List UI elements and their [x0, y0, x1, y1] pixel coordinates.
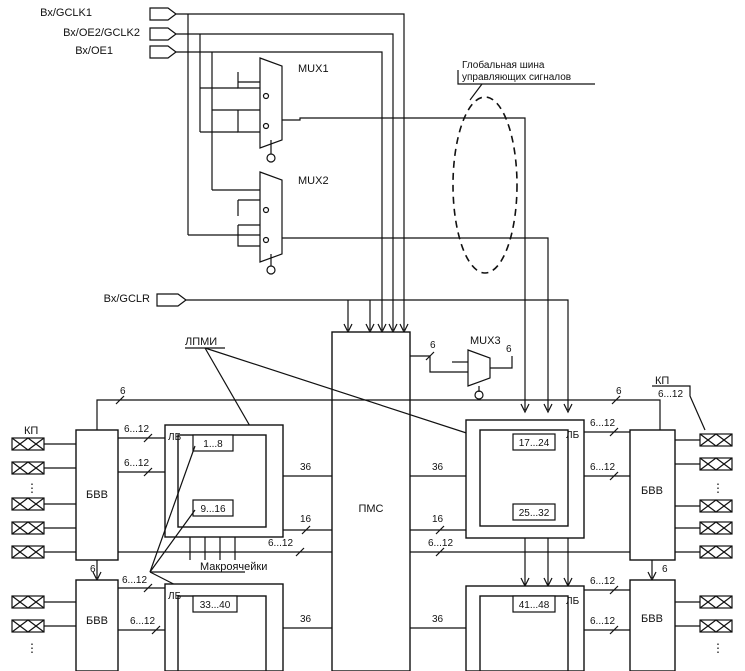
bus-lb-pms-left-16-width: 16: [300, 514, 312, 525]
input-pin-gclr: Вх/GCLR: [104, 293, 569, 410]
bvv-left-bottom-label: БВВ: [86, 615, 108, 627]
macrocell-25-32: [512, 503, 556, 521]
io-pin: [11, 545, 76, 559]
bus-bvv-lb-1-width: 6...12: [124, 424, 149, 435]
bvv-right-top-label: БВВ: [641, 485, 663, 497]
global-bus-label-1: Глобальная шина: [462, 59, 545, 71]
ellipsis-left-top: ⋮: [26, 481, 38, 495]
input-label-gclk1: Вх/GCLK1: [40, 7, 92, 19]
lb-left-top: ЛБ 1...8 9...16: [164, 424, 284, 538]
mux1: MUX1: [200, 57, 526, 410]
global-control-bus: Глобальная шина управляющих сигналов: [452, 59, 595, 274]
bus-lb-pms-left-top-width: 36: [300, 462, 312, 473]
bus-pms-bvv-right-width: 6...12: [428, 538, 453, 549]
io-pin: [11, 521, 76, 535]
io-pin: [675, 619, 733, 633]
io-pin: [675, 499, 733, 513]
lb-right-bottom-label: ЛБ: [566, 596, 580, 607]
macrocell-9-16-label: 9...16: [200, 504, 225, 515]
io-pin: [675, 457, 733, 471]
io-pins-right-bottom: ⋮: [675, 595, 733, 655]
macrocell-1-8-label: 1...8: [203, 439, 223, 450]
macrocell-33-40-label: 33...40: [200, 600, 231, 611]
input-label-oe2-gclk2: Вх/OE2/GCLK2: [63, 27, 140, 39]
lb-right-top-label: ЛБ: [566, 430, 580, 441]
bus-lb-bvv-right-bottom-1-width: 6...12: [590, 576, 615, 587]
macrocell-1-8: [192, 434, 234, 452]
io-pin: [675, 545, 733, 559]
io-pin: [11, 497, 76, 511]
bvv-right-bottom: БВВ: [629, 579, 676, 671]
kp-bus-width: 6...12: [658, 389, 683, 400]
bus-lb-bvv-right-bottom-2-width: 6...12: [590, 616, 615, 627]
mux3-label: MUX3: [470, 335, 501, 347]
ellipsis-right-top: ⋮: [712, 481, 724, 495]
bus-pms-lb-right-16-width: 16: [432, 514, 444, 525]
io-pins-left-bottom: ⋮: [11, 595, 76, 655]
bvv-right-bottom-label: БВВ: [641, 613, 663, 625]
macrocell-41-48: [512, 595, 556, 613]
pms-block: ПМС: [331, 331, 411, 671]
lb-left-top-label: ЛБ: [168, 432, 182, 443]
lb-right-top: ЛБ 17...24 25...32: [465, 419, 585, 539]
io-pin: [11, 437, 76, 451]
macrocell-33-40: [192, 595, 238, 613]
io-pin: [11, 595, 76, 609]
macrocells-label: Макроячейки: [200, 561, 267, 573]
bvv-right-top: БВВ: [629, 429, 676, 561]
input-pin-gclk1: Вх/GCLK1: [40, 7, 177, 21]
bus-pms-lb-right-top-width: 36: [432, 462, 444, 473]
io-pins-right-top: ⋮: [675, 433, 733, 559]
input-label-gclr: Вх/GCLR: [104, 293, 150, 305]
global-bus-ellipse: [452, 96, 518, 274]
bus-bvv-pms-left-width: 6...12: [268, 538, 293, 549]
mux2: MUX2: [188, 171, 549, 410]
input-pin-oe2-gclk2: Вх/OE2/GCLK2: [63, 27, 177, 41]
io-pin: [675, 433, 733, 447]
bus-lb-bvv-right-1-width: 6...12: [590, 418, 615, 429]
input-label-oe1: Вх/OE1: [75, 45, 113, 57]
io-pin: [675, 595, 733, 609]
macrocell-9-16: [192, 499, 234, 517]
bus-lb-pms-left-bottom-width: 36: [300, 614, 312, 625]
mux3-in-width: 6: [430, 340, 436, 351]
pms-label: ПМС: [358, 503, 383, 515]
mux3: MUX3 6 6: [410, 335, 513, 400]
io-pin: [11, 461, 76, 475]
ellipsis-right-bottom: ⋮: [712, 641, 724, 655]
lpmi-label: ЛПМИ: [185, 336, 217, 348]
lb-right-bottom: ЛБ 41...48: [465, 585, 585, 671]
bvv-right-vertical-width: 6: [662, 564, 668, 575]
ellipsis-left-bottom: ⋮: [26, 641, 38, 655]
input-pin-oe1: Вх/OE1: [75, 45, 177, 59]
bvv-left-vertical-width: 6: [90, 564, 96, 575]
bus-lb-bvv-right-2-width: 6...12: [590, 462, 615, 473]
bvv-left-top: БВВ: [75, 429, 119, 561]
mux3-out-width: 6: [506, 344, 512, 355]
bus-bvv-lb-2-width: 6...12: [124, 458, 149, 469]
bus-bvv-lb-bottom-2-width: 6...12: [130, 616, 155, 627]
kp-label-top-right: КП: [655, 375, 669, 387]
lb-left-bottom-label: ЛБ: [168, 591, 182, 602]
top-right-bus-width: 6: [616, 386, 622, 397]
bvv-left-top-label: БВВ: [86, 489, 108, 501]
io-pin: [675, 521, 733, 535]
global-bus-label-2: управляющих сигналов: [462, 72, 571, 83]
bvv-left-bottom: БВВ: [75, 579, 119, 671]
mux1-label: MUX1: [298, 63, 329, 75]
macrocell-41-48-label: 41...48: [519, 600, 550, 611]
lb-left-bottom: ЛБ 33...40: [164, 583, 284, 671]
bus-bvv-lb-bottom-1-width: 6...12: [122, 575, 147, 586]
lpmi-label-group: ЛПМИ: [185, 336, 489, 441]
kp-label-left: КП: [24, 425, 38, 437]
top-left-bus-width: 6: [120, 386, 126, 397]
mux2-label: MUX2: [298, 175, 329, 187]
macrocell-25-32-label: 25...32: [519, 508, 550, 519]
macrocell-17-24: [512, 433, 556, 451]
bus-pms-lb-right-bottom-width: 36: [432, 614, 444, 625]
io-pin: [11, 619, 76, 633]
macrocell-17-24-label: 17...24: [519, 438, 550, 449]
io-pins-left-top: ⋮: [11, 437, 76, 559]
